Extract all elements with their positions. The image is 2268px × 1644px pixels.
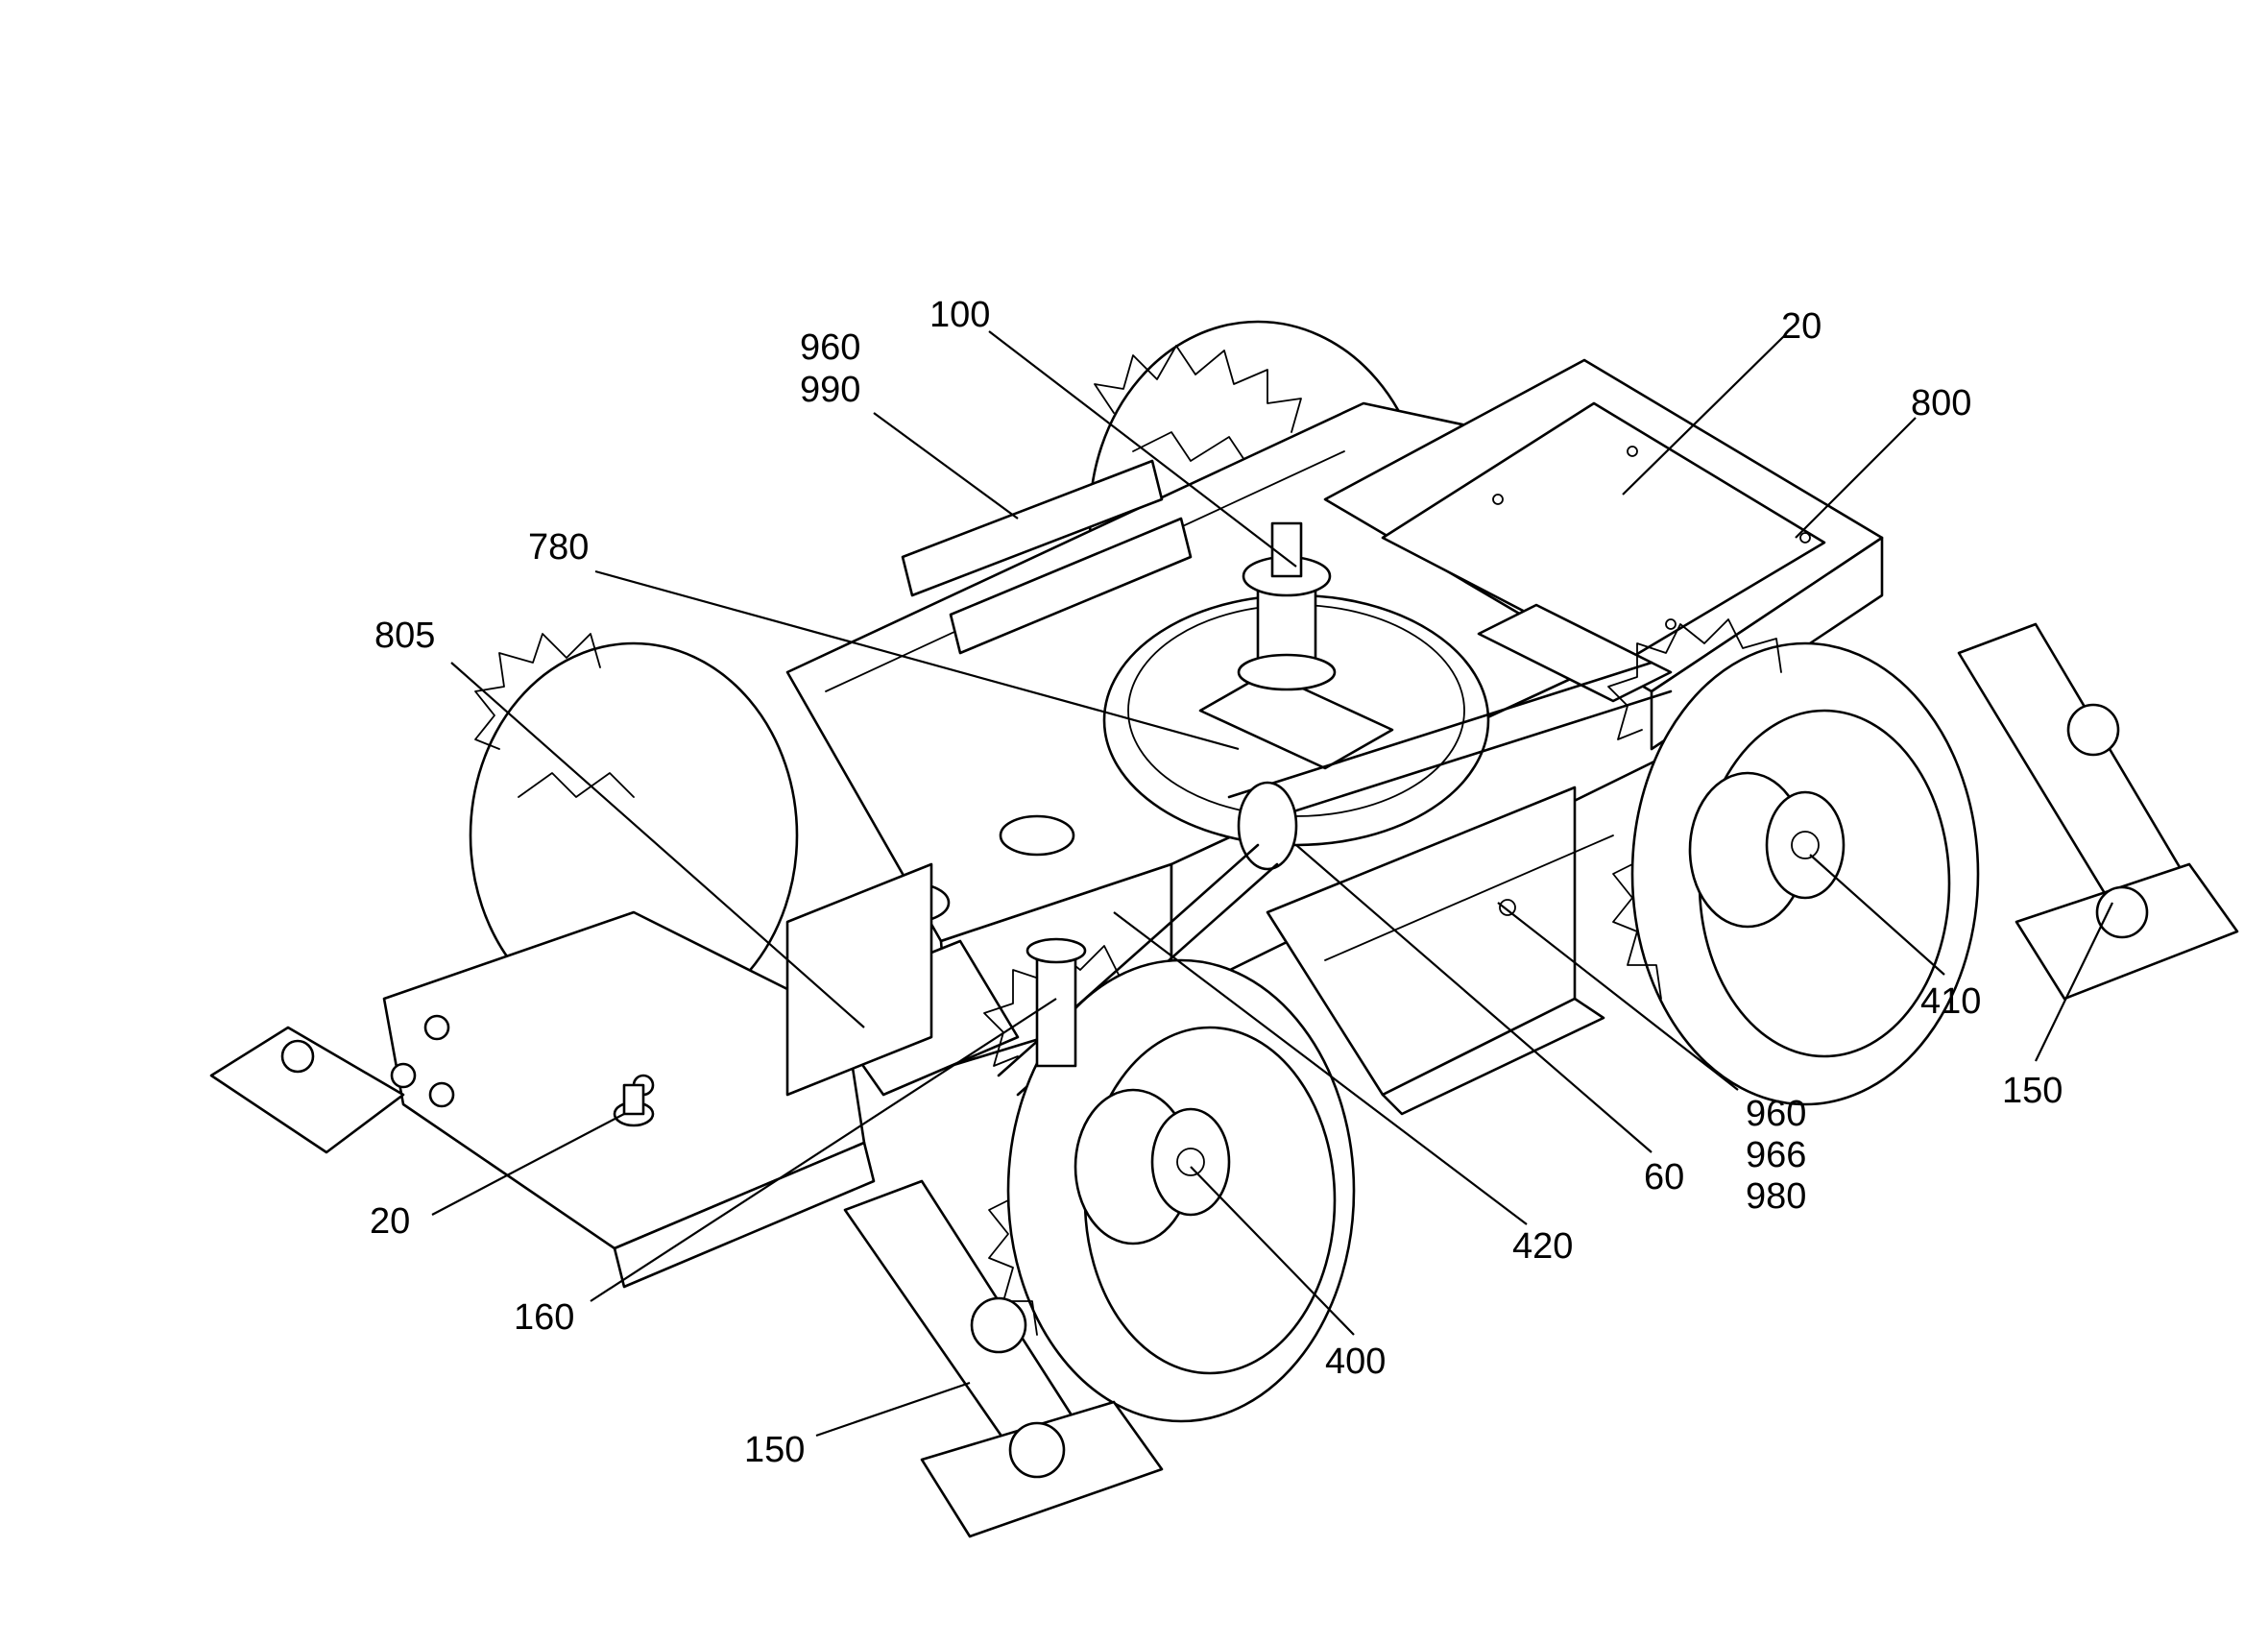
callout-960-top: 960 (800, 327, 860, 368)
leader-400 (1190, 1166, 1355, 1336)
callout-150-right: 150 (2002, 1071, 2063, 1111)
leader-800 (1795, 417, 1917, 539)
callout-160: 160 (514, 1297, 574, 1338)
tire-rear-right (1607, 618, 1980, 1106)
leader-150-right (2035, 902, 2113, 1062)
callout-980: 980 (1746, 1176, 1806, 1217)
callout-labels: 20 800 100 960 990 780 805 20 160 150 40… (370, 295, 2063, 1470)
leader-150-left (815, 1381, 971, 1438)
leader-60 (1295, 844, 1653, 1153)
leader-160 (590, 998, 1057, 1302)
callout-20-left: 20 (370, 1201, 410, 1242)
leader-410 (1809, 854, 1945, 976)
callout-960-bottom: 960 (1746, 1094, 1806, 1134)
callout-990: 990 (800, 370, 860, 410)
callout-60: 60 (1644, 1157, 1684, 1197)
callout-805: 805 (374, 616, 435, 656)
callout-150-left: 150 (744, 1430, 805, 1470)
callout-400: 400 (1325, 1342, 1386, 1382)
tire-front-right (983, 945, 1356, 1423)
callout-20-top: 20 (1781, 306, 1822, 347)
outrigger-left (843, 1179, 1164, 1538)
leader-960-990 (873, 412, 1019, 520)
leader-960-966-980 (1497, 902, 1739, 1091)
hitch-pin (613, 1083, 655, 1127)
support-jack (785, 862, 1087, 1097)
leader-780 (594, 569, 1240, 751)
rear-frame-rails (901, 459, 1193, 655)
leader-420 (1113, 911, 1528, 1225)
stabilizer-pad-left (209, 1026, 405, 1154)
leader-100 (988, 330, 1297, 568)
callout-420: 420 (1512, 1226, 1573, 1267)
callout-780: 780 (528, 527, 589, 568)
callout-410: 410 (1920, 981, 1981, 1022)
callout-800: 800 (1911, 383, 1971, 423)
rotary-joint (1237, 521, 1337, 691)
callout-966: 966 (1746, 1135, 1806, 1175)
rear-axle (1227, 603, 1673, 871)
leader-lines (431, 330, 2113, 1438)
ballast-box (1266, 786, 1614, 1116)
leader-20-left (431, 1113, 625, 1216)
callout-100: 100 (929, 295, 990, 335)
leader-20-top (1622, 333, 1787, 496)
leader-805 (450, 662, 865, 1028)
outrigger-right (1957, 622, 2239, 1001)
